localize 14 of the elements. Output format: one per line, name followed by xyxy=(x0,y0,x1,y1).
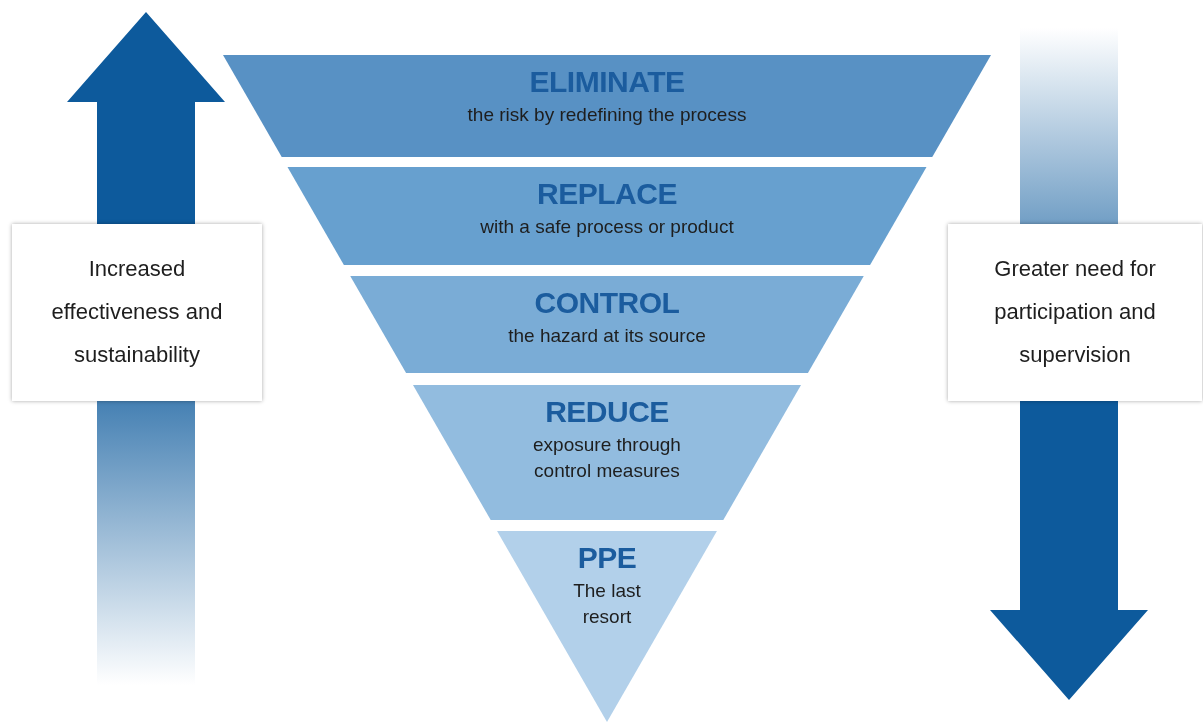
panel-text: Increased effectiveness and sustainability xyxy=(50,255,224,369)
level-description: the risk by redefining the process xyxy=(467,103,747,127)
text-panel xyxy=(948,224,1202,401)
level-heading: CONTROL xyxy=(534,286,680,319)
text-panel xyxy=(12,224,262,401)
level-heading: REPLACE xyxy=(537,177,677,210)
level-description: the hazard at its source xyxy=(508,324,706,348)
level-heading: ELIMINATE xyxy=(529,65,685,98)
level-heading: PPE xyxy=(577,541,637,574)
panel-text: Greater need for participation and supervision xyxy=(993,255,1157,369)
level-description: exposure through control measures xyxy=(532,433,682,483)
level-description: The last resort xyxy=(572,579,642,629)
level-heading: REDUCE xyxy=(545,395,669,428)
level-description: with a safe process or product xyxy=(480,215,734,239)
